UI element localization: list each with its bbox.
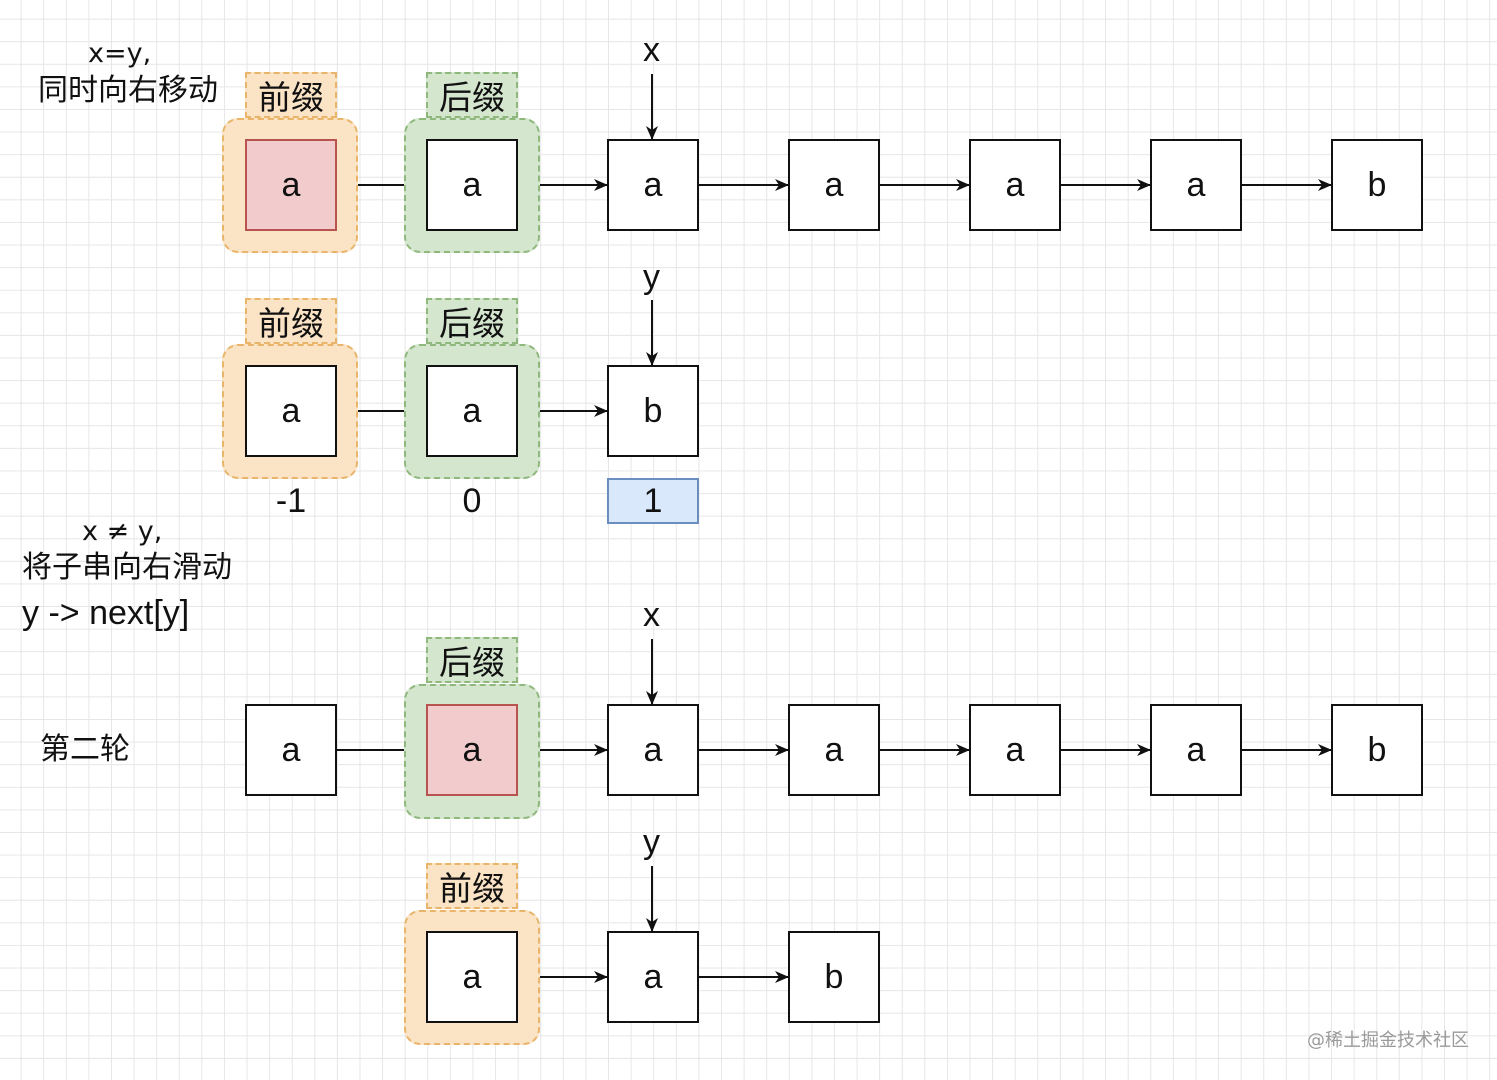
row3-note-line1: x ≠ y, [82, 516, 163, 547]
index-row2-1: 0 [462, 481, 482, 520]
round2-label: 第二轮 [40, 732, 130, 767]
node-row4-0: a [426, 931, 518, 1023]
index-row2-2: 1 [607, 478, 699, 524]
suffix-label-row1: 后缀 [426, 72, 518, 118]
pointer-x-row1: x [643, 31, 660, 69]
suffix-label-row3: 后缀 [426, 637, 518, 683]
node-row3-2: a [607, 704, 699, 796]
pointer-y-row4: y [643, 823, 660, 861]
node-row2-2: b [607, 365, 699, 457]
node-row3-3: a [788, 704, 880, 796]
node-row1-1: a [426, 139, 518, 231]
node-row4-2: b [788, 931, 880, 1023]
node-row1-5: a [1150, 139, 1242, 231]
pointer-x-row3: x [643, 596, 660, 634]
node-row3-5: a [1150, 704, 1242, 796]
node-row3-1: a [426, 704, 518, 796]
node-row1-0: a [245, 139, 337, 231]
row1-note-line2: 同时向右移动 [38, 73, 218, 108]
node-row2-0: a [245, 365, 337, 457]
prefix-label-row4: 前缀 [426, 863, 518, 909]
prefix-label-row2: 前缀 [245, 298, 337, 344]
node-row1-2: a [607, 139, 699, 231]
node-row3-6: b [1331, 704, 1423, 796]
node-row1-3: a [788, 139, 880, 231]
node-row1-4: a [969, 139, 1061, 231]
node-row3-0: a [245, 704, 337, 796]
node-row2-1: a [426, 365, 518, 457]
prefix-label-row1: 前缀 [245, 72, 337, 118]
row3-note-line3: y -> next[y] [22, 594, 190, 632]
suffix-label-row2: 后缀 [426, 298, 518, 344]
index-row2-0: -1 [275, 481, 307, 520]
row1-note-line1: x=y, [88, 38, 152, 69]
node-row4-1: a [607, 931, 699, 1023]
row3-note-line2: 将子串向右滑动 [22, 550, 232, 585]
pointer-y-row2: y [643, 258, 660, 296]
node-row1-6: b [1331, 139, 1423, 231]
node-row3-4: a [969, 704, 1061, 796]
watermark: @稀土掘金技术社区 [1307, 1030, 1469, 1051]
